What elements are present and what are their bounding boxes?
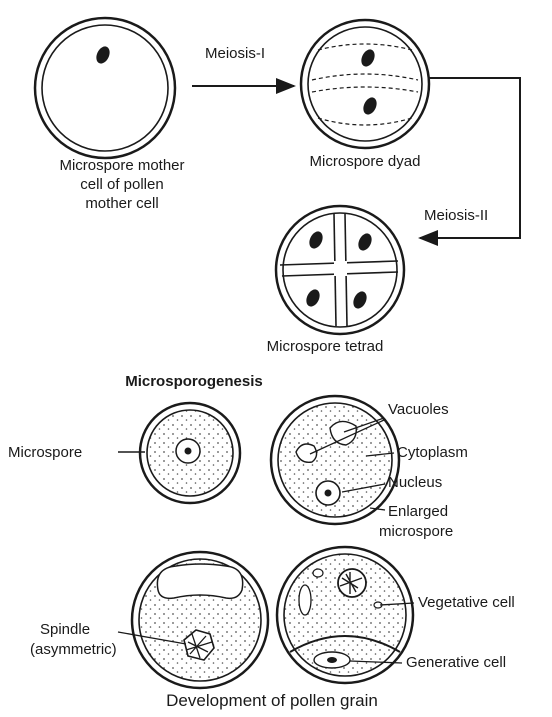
- tetrad-nucleus-4: [351, 289, 369, 310]
- tetrad-nucleus-2: [356, 231, 374, 252]
- mother-cell-nucleus: [94, 44, 112, 65]
- microspore-mother-cell: [35, 18, 175, 158]
- meiosis-2-label: Meiosis-II: [424, 207, 488, 224]
- microspore: [140, 403, 240, 503]
- microspore-label: Microspore: [8, 444, 82, 461]
- cytoplasm-label: Cytoplasm: [397, 444, 468, 461]
- tetrad-nucleus-3: [304, 287, 322, 308]
- tetrad-label: Microspore tetrad: [267, 338, 384, 355]
- vacuoles-label: Vacuoles: [388, 401, 449, 418]
- mother-cell-label-line2: cell of pollen: [80, 176, 163, 193]
- microspore-dyad: [301, 20, 429, 148]
- enlarged-label-line1: Enlarged: [388, 503, 448, 520]
- nucleus-label: Nucleus: [388, 474, 442, 491]
- enlarged-microspore: [271, 396, 399, 524]
- dyad-nucleus-top: [359, 47, 377, 68]
- vegetative-cell-label: Vegetative cell: [418, 594, 515, 611]
- dyad-nucleus-bottom: [361, 95, 379, 116]
- mother-cell-label-line3: mother cell: [85, 195, 158, 212]
- mother-cell-label-line1: Microspore mother: [59, 157, 184, 174]
- enlarged-label-line2: microspore: [379, 523, 453, 540]
- spindle-label-line1: Spindle: [40, 621, 90, 638]
- vegetative-nucleus: [338, 569, 366, 597]
- microsporogenesis-title: Microsporogenesis: [125, 373, 263, 390]
- pollen-grain-dividing: [132, 552, 268, 688]
- meiosis-1-label: Meiosis-I: [205, 45, 265, 62]
- microspore-tetrad: [276, 206, 404, 334]
- spindle-label-line2: (asymmetric): [30, 641, 117, 658]
- large-vacuole: [157, 564, 242, 598]
- pollen-development-title: Development of pollen grain: [166, 691, 378, 710]
- generative-cell-label: Generative cell: [406, 654, 506, 671]
- tetrad-nucleus-1: [307, 229, 325, 250]
- dyad-label: Microspore dyad: [310, 153, 421, 170]
